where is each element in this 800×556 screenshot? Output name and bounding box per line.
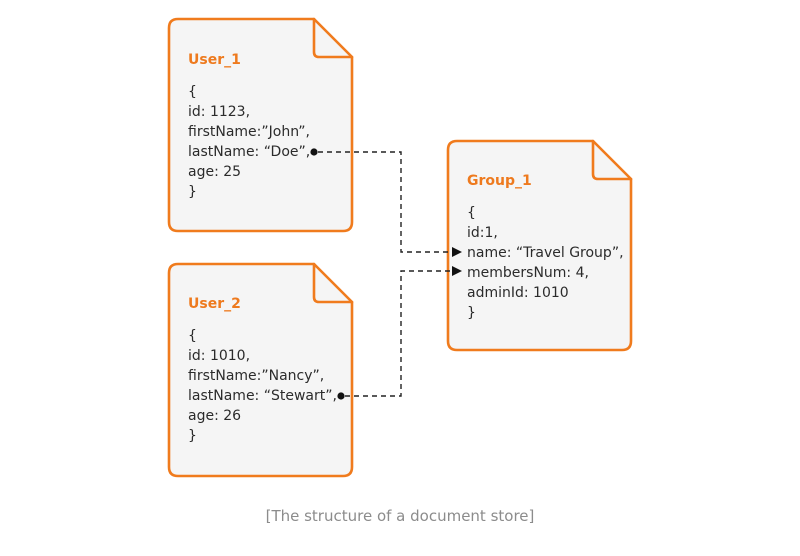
user2-line-1: {: [188, 328, 197, 344]
connector-user2-to-group1: [337, 266, 462, 400]
user1-line-2: id: 1123,: [188, 104, 250, 120]
user1-line-6: }: [188, 184, 197, 200]
user2-line-6: }: [188, 428, 197, 444]
group1-line-1: {: [467, 205, 476, 221]
user2-title: User_2: [188, 296, 241, 312]
group1-line-2: id:1,: [467, 225, 498, 241]
user1-line-1: {: [188, 84, 197, 100]
group1-line-6: }: [467, 305, 476, 321]
user2-line-5: age: 26: [188, 408, 241, 424]
user1-line-4: lastName: “Doe”,: [188, 144, 310, 160]
user1-document: User_1 { id: 1123, firstName:”John”, las…: [167, 17, 354, 233]
user2-line-3: firstName:”Nancy”,: [188, 368, 324, 384]
user1-connector-dot: [310, 148, 318, 156]
group1-line-3: name: “Travel Group”,: [467, 245, 624, 261]
user1-title: User_1: [188, 52, 241, 68]
user1-line-3: firstName:”John”,: [188, 124, 310, 140]
user1-line-5: age: 25: [188, 164, 241, 180]
user1-document-outline: [167, 17, 354, 233]
group1-line-5: adminId: 1010: [467, 285, 569, 301]
group1-document-outline: [446, 139, 633, 352]
user1-connector-line: [318, 151, 452, 253]
user2-line-4: lastName: “Stewart”,: [188, 388, 337, 404]
user2-connector-dot: [337, 392, 345, 400]
user1-folded-corner-icon: [312, 17, 354, 59]
user2-line-2: id: 1010,: [188, 348, 250, 364]
user2-folded-corner-icon: [312, 262, 354, 304]
user2-document: User_2 { id: 1010, firstName:”Nancy”, la…: [167, 262, 354, 478]
group1-title: Group_1: [467, 173, 532, 189]
user2-connector-line: [345, 270, 452, 397]
connector-user1-to-group1: [310, 148, 462, 257]
group1-document: Group_1 { id:1, name: “Travel Group”, me…: [446, 139, 633, 352]
group1-name-arrowhead-icon: [452, 247, 462, 257]
group1-members-arrowhead-icon: [452, 266, 462, 276]
group1-line-4: membersNum: 4,: [467, 265, 589, 281]
diagram-caption: [The structure of a document store]: [266, 507, 535, 525]
group1-folded-corner-icon: [591, 139, 633, 181]
user2-document-outline: [167, 262, 354, 478]
